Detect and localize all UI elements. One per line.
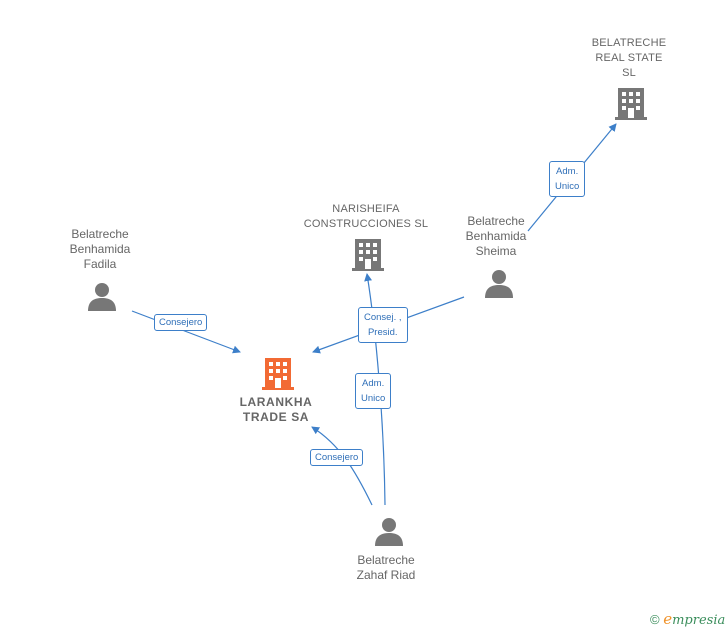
building-icon-main[interactable] — [262, 356, 294, 390]
person-icon[interactable] — [87, 282, 117, 312]
empresia-logo[interactable]: © empresia — [650, 610, 725, 628]
person-icon[interactable] — [374, 517, 404, 547]
person-icon[interactable] — [484, 269, 514, 299]
edge-fadila-larankha — [131, 310, 241, 354]
node-label-fadila[interactable]: Belatreche Benhamida Fadila — [69, 227, 131, 271]
node-label-belatreche-real-state[interactable]: BELATRECHE REAL STATE SL — [591, 37, 667, 79]
node-label-sheima[interactable]: Belatreche Benhamida Sheima — [465, 214, 527, 258]
relation-badge-riad-larankha[interactable]: Consejero — [310, 449, 364, 466]
brand-initial: e — [663, 610, 673, 628]
relation-badge-sheima-larankha[interactable]: Consej. , Presid. — [358, 307, 408, 343]
relation-badge-riad-narisheifa[interactable]: Adm. Unico — [355, 373, 392, 409]
relation-badge-fadila-larankha[interactable]: Consejero — [154, 314, 208, 331]
node-label-narisheifa[interactable]: NARISHEIFA CONSTRUCCIONES SL — [303, 203, 429, 230]
building-icon[interactable] — [352, 237, 384, 271]
node-label-larankha[interactable]: LARANKHA TRADE SA — [239, 395, 313, 424]
brand-name: mpresia — [672, 613, 726, 628]
node-label-riad[interactable]: Belatreche Zahaf Riad — [356, 553, 416, 582]
building-icon[interactable] — [615, 86, 647, 120]
copyright-icon: © — [650, 612, 660, 627]
relation-badge-sheima-realstate[interactable]: Adm. Unico — [549, 161, 586, 197]
edge-riad-larankha — [311, 426, 373, 506]
